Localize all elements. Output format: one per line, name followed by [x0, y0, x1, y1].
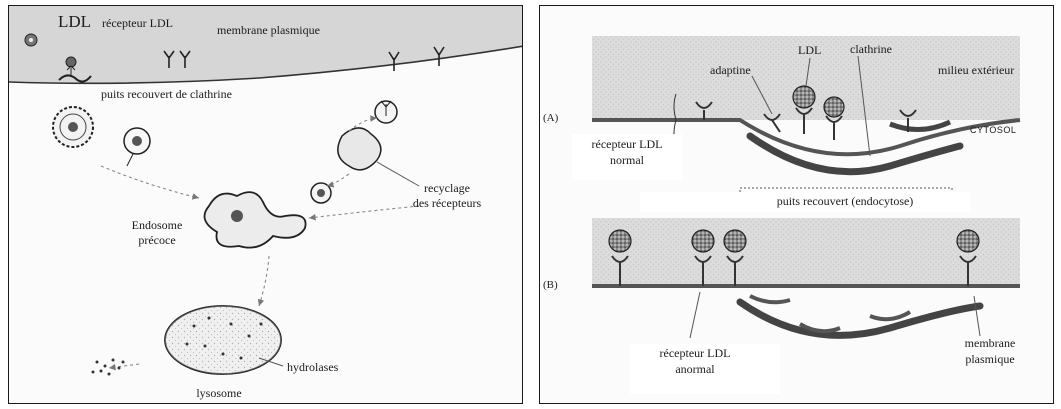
label-a: (A) [543, 112, 559, 124]
hydrolase-dots [185, 316, 263, 360]
ldl-label: LDL [58, 12, 92, 31]
coated-pit-shape [58, 56, 92, 83]
plasma-membrane-line [9, 45, 522, 85]
endocytosis-cycle-panel: LDL récepteur LDL membrane plasmique pui… [8, 5, 523, 404]
ldl-receptor-label: récepteur LDL [102, 16, 173, 30]
receptors-b [611, 255, 977, 286]
plasma-membrane-label: membrane plasmique [217, 23, 320, 37]
normal-receptor-label-line1: récepteur LDL [591, 137, 663, 151]
hydrolases-label: hydrolases [287, 360, 339, 374]
pointer-lines [689, 55, 981, 339]
recycling-vesicle [374, 100, 398, 124]
recycling-pointer [376, 161, 420, 187]
clathrin-coat-a2 [889, 119, 952, 132]
adaptin-b [749, 294, 912, 334]
hydrolases-pointer [258, 357, 284, 367]
endocytosis-cycle-drawing [9, 6, 522, 376]
recycling-label-line2: des récepteurs [412, 196, 482, 210]
clathrin-coat-b [736, 298, 984, 339]
clathrin-label: clathrine [850, 42, 892, 56]
coated-pit-bracket [739, 187, 953, 192]
ldl-label-right: LDL [798, 43, 822, 57]
receptor-comparison-panel: (A) (B) LDL clathrine adaptine milieu ex… [539, 5, 1054, 404]
membrane-label-line2: plasmique [965, 352, 1015, 366]
label-b: (B) [543, 279, 558, 291]
coated-pit-endocytosis-label: puits recouvert (endocytose) [776, 194, 914, 208]
recycling-label-line1: recyclage [424, 181, 470, 195]
receptors-on-membrane [163, 46, 445, 71]
pathway-arrows [100, 115, 420, 371]
adaptin-label: adaptine [710, 63, 751, 77]
cytosol-label: CYTOSOL [970, 125, 1017, 135]
receptor-comparison-drawing [592, 36, 1021, 339]
normal-receptor-label-line2: normal [610, 153, 644, 167]
endosome-label-line1: Endosome [131, 218, 183, 232]
ldl-particle [24, 33, 38, 47]
released-particles [91, 358, 125, 376]
recycling-compartment [337, 127, 382, 171]
lysosome-label: lysosome [196, 386, 242, 400]
abnormal-receptor-label-line1: récepteur LDL [659, 346, 731, 360]
endosome-ldl [231, 210, 243, 222]
early-endosome-shape [203, 191, 307, 249]
abnormal-receptor-label-line2: anormal [675, 362, 715, 376]
coated-pit-label: puits recouvert de clathrine [101, 87, 232, 101]
ldl-particles-b [608, 229, 980, 253]
extracellular-region-a [592, 36, 1020, 120]
uncoated-vesicle [123, 127, 151, 167]
coated-vesicle [52, 106, 94, 148]
endosome-label-line2: précoce [138, 233, 176, 247]
membrane-label-line1: membrane [964, 336, 1016, 350]
extracellular-label: milieu extérieur [938, 63, 1015, 77]
extracellular-region-b [592, 218, 1020, 286]
clathrin-coat-a [746, 132, 964, 176]
membrane-a [592, 118, 1021, 157]
small-vesicle [310, 182, 332, 204]
ldl-particles-a [792, 85, 845, 118]
lysosome-shape [164, 305, 282, 375]
receptors-a [695, 101, 917, 140]
